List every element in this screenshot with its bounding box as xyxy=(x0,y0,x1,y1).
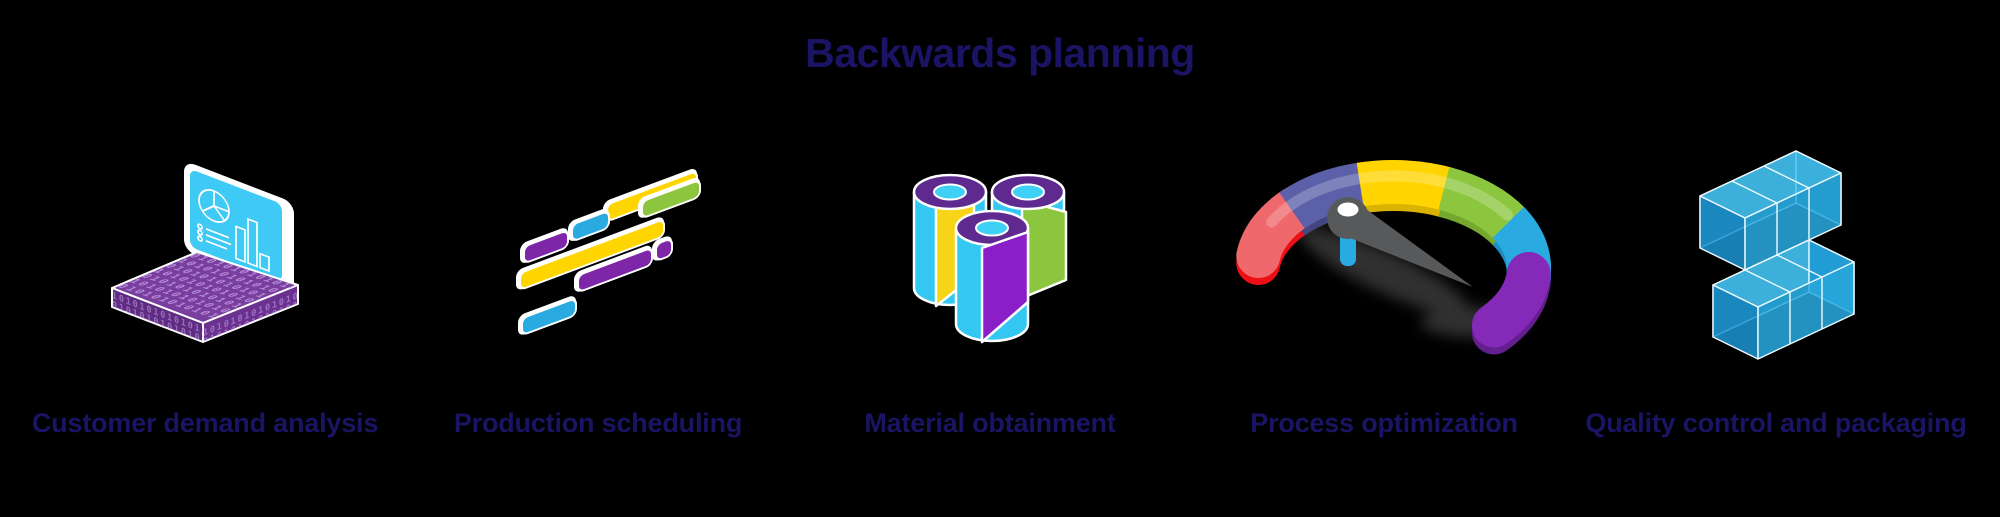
step-label: Process optimization xyxy=(1250,408,1518,438)
gantt-chart-icon xyxy=(516,168,701,335)
step-label: Production scheduling xyxy=(453,408,743,438)
step-customer-demand-analysis: 101010101010101010 010101010101010101 10… xyxy=(5,0,405,517)
step-material-obtainment: Material obtainment xyxy=(790,0,1190,517)
rolls xyxy=(912,173,1068,344)
step-production-scheduling: Production scheduling xyxy=(398,0,798,517)
step-process-optimization: Process optimization xyxy=(1184,0,1584,517)
speedometer-gauge-icon xyxy=(1236,160,1551,355)
material-rolls-icon xyxy=(912,173,1068,344)
screen-charts xyxy=(197,189,270,273)
gauge-band xyxy=(1236,160,1551,348)
stacked-boxes-icon xyxy=(1699,150,1855,360)
gantt-bars xyxy=(516,168,701,335)
gauge-needle xyxy=(1327,197,1473,287)
page-title: Backwards planning xyxy=(805,30,1195,76)
gauge-shine xyxy=(1266,170,1514,228)
step-label: Quality control and packaging xyxy=(1585,408,1967,438)
step-label: Customer demand analysis xyxy=(31,408,379,438)
box-stack xyxy=(1699,150,1855,360)
step-label: Material obtainment xyxy=(864,408,1116,438)
laptop-analytics-icon: 101010101010101010 010101010101010101 10… xyxy=(111,163,299,343)
laptop-base xyxy=(111,251,299,343)
step-quality-control-packaging: Quality control and packaging xyxy=(1576,0,1976,517)
